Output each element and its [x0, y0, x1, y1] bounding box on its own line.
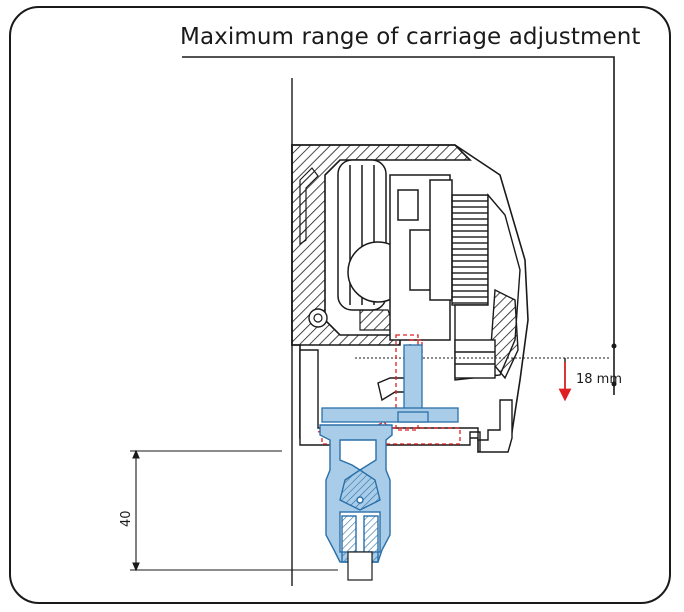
leader-dot-upper	[611, 343, 617, 349]
glass-panel	[347, 551, 373, 581]
height-dimension	[130, 449, 338, 572]
height-label: 40	[119, 510, 134, 527]
diagram-frame	[9, 6, 671, 604]
diagram-title: Maximum range of carriage adjustment	[180, 24, 641, 50]
adjustment-label: 18 mm	[576, 372, 622, 387]
hanger-bolt	[321, 344, 459, 423]
motor-gear	[451, 193, 521, 381]
title-leader-line	[182, 56, 615, 395]
leader-dot-lower	[611, 381, 617, 387]
door-clamp-profile	[319, 424, 393, 563]
carriage-wheels	[337, 159, 453, 341]
